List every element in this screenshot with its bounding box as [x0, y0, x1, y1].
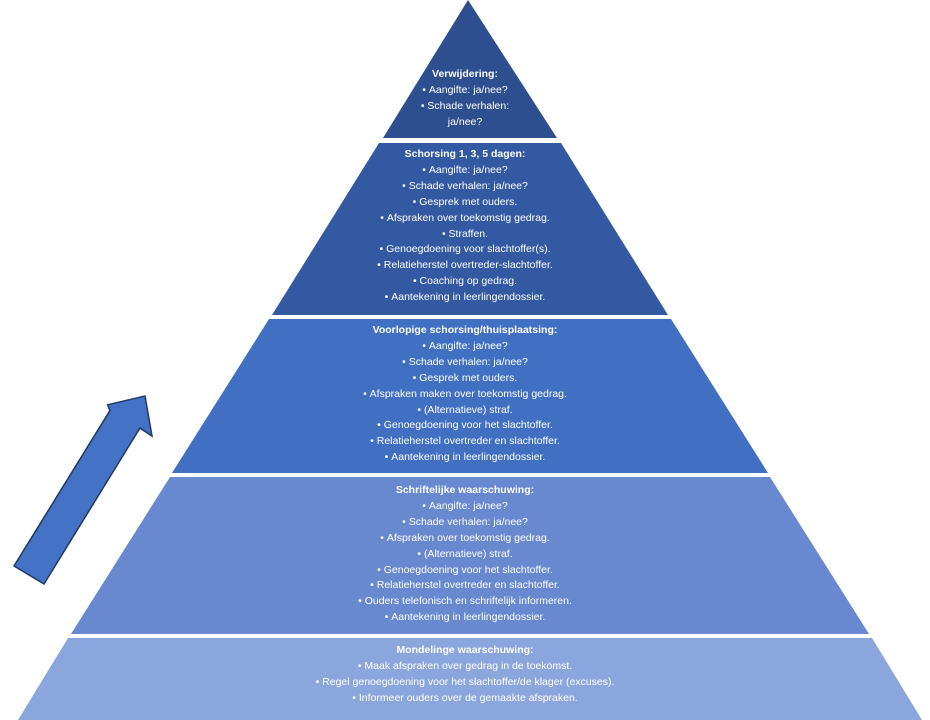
tier-4-item: Aangifte: ja/nee? [0, 499, 930, 515]
tier-2-item: Aantekening in leerlingendossier. [0, 290, 930, 306]
tier-2-item: Gesprek met ouders. [0, 195, 930, 211]
tier-5-item: Regel genoegdoening voor het slachtoffer… [0, 675, 930, 691]
tier-4-item: (Alternatieve) straf. [0, 547, 930, 563]
tier-5-item: Informeer ouders over de gemaakte afspra… [0, 691, 930, 707]
tier-3-item: Aangifte: ja/nee? [0, 339, 930, 355]
tier-1-text: Verwijdering: Aangifte: ja/nee? Schade v… [0, 67, 930, 131]
tier-1-title: Verwijdering: [432, 68, 498, 80]
tier-5-text: Mondelinge waarschuwing: Maak afspraken … [0, 643, 930, 707]
tier-2-item: Schade verhalen: ja/nee? [0, 179, 930, 195]
tier-4-item: Afspraken over toekomstig gedrag. [0, 531, 930, 547]
tier-5-title: Mondelinge waarschuwing: [396, 644, 534, 656]
tier-4-item: Schade verhalen: ja/nee? [0, 515, 930, 531]
tier-4-title: Schriftelijke waarschuwing: [395, 484, 535, 496]
tier-2-item: Afspraken over toekomstig gedrag. [0, 211, 930, 227]
tier-2-item: Genoegdoening voor slachtoffer(s). [0, 242, 930, 258]
tier-4-item: Ouders telefonisch en schriftelijk infor… [0, 594, 930, 610]
tier-3-title: Voorlopige schorsing/thuisplaatsing: [372, 324, 558, 336]
tier-3-item: Aantekening in leerlingendossier. [0, 450, 930, 466]
tier-2-item: Relatieherstel overtreder-slachtoffer. [0, 258, 930, 274]
tier-2-item: Aangifte: ja/nee? [0, 163, 930, 179]
tier-2-item: Straffen. [0, 227, 930, 243]
tier-2-text: Schorsing 1, 3, 5 dagen: Aangifte: ja/ne… [0, 147, 930, 306]
tier-3-item: Schade verhalen: ja/nee? [0, 355, 930, 371]
tier-4-item: Genoegdoening voor het slachtoffer. [0, 563, 930, 579]
tier-1-item: Aangifte: ja/nee? [0, 83, 930, 99]
tier-4-item: Aantekening in leerlingendossier. [0, 610, 930, 626]
tier-2-title: Schorsing 1, 3, 5 dagen: [404, 148, 526, 160]
tier-3-text: Voorlopige schorsing/thuisplaatsing: Aan… [0, 323, 930, 466]
tier-3-item: Afspraken maken over toekomstig gedrag. [0, 387, 930, 403]
tier-4-text: Schriftelijke waarschuwing: Aangifte: ja… [0, 483, 930, 626]
tier-3-item: Relatieherstel overtreder en slachtoffer… [0, 434, 930, 450]
tier-4-item: Relatieherstel overtreder en slachtoffer… [0, 578, 930, 594]
tier-3-item: Gesprek met ouders. [0, 371, 930, 387]
tier-3-item: Genoegdoening voor het slachtoffer. [0, 418, 930, 434]
tier-3-item: (Alternatieve) straf. [0, 403, 930, 419]
tier-1-item: Schade verhalen: ja/nee? [405, 99, 525, 131]
tier-2-item: Coaching op gedrag. [0, 274, 930, 290]
tier-5-item: Maak afspraken over gedrag in de toekoms… [0, 659, 930, 675]
